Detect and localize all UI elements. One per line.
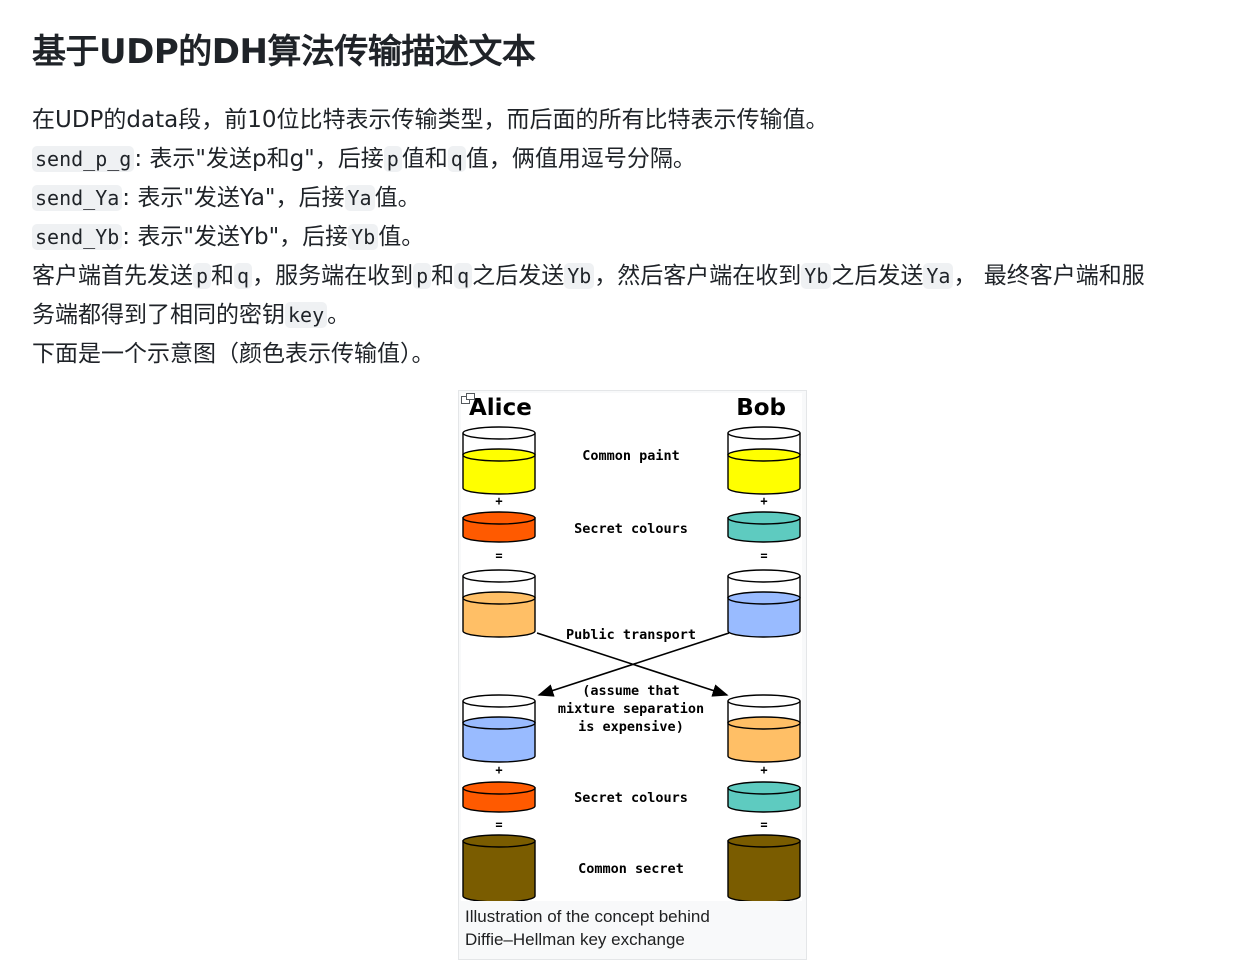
bob-secret-colour-cup-2 (727, 781, 801, 813)
text: 之后发送 (472, 263, 565, 289)
inline-code: send_p_g (32, 146, 135, 172)
description: 在UDP的data段，前10位比特表示传输类型，而后面的所有比特表示传输值。 s… (32, 101, 1222, 374)
caption-line-1: Illustration of the concept behind (465, 907, 710, 926)
text: 下面是一个示意图（颜色表示传输值）。 (32, 341, 435, 367)
text: 客户端首先发送 (32, 263, 193, 289)
paragraph-6: 下面是一个示意图（颜色表示传输值）。 (32, 335, 1222, 374)
plus-operator: + (760, 763, 767, 777)
common-paint-label: Common paint (582, 448, 680, 464)
alice-secret-colour-cup (462, 511, 536, 543)
common-secret-label: Common secret (578, 861, 684, 877)
inline-code: key (285, 302, 328, 328)
paragraph-1: 在UDP的data段，前10位比特表示传输类型，而后面的所有比特表示传输值。 (32, 101, 1222, 140)
text: 和 (431, 263, 455, 289)
inline-code: Ya (923, 263, 954, 289)
text: ，服务端在收到 (252, 263, 414, 289)
text: : 表示"发送Ya"，后接 (122, 185, 345, 211)
inline-code: send_Ya (32, 185, 123, 211)
alice-common-paint-cup (462, 426, 536, 495)
paint-cups (462, 426, 801, 901)
equals-operator: = (495, 549, 502, 563)
bob-common-paint-cup (727, 426, 801, 495)
plus-operator: + (495, 494, 502, 508)
equals-operator: = (760, 549, 767, 563)
text: 之后发送 (831, 263, 924, 289)
inline-code: p (413, 263, 432, 289)
inline-code: Ya (344, 185, 375, 211)
bob-secret-colour-cup (727, 511, 801, 543)
bob-common-secret-cup (727, 834, 801, 901)
page-title: 基于UDP的DH算法传输描述文本 (32, 32, 536, 72)
enlarge-icon[interactable] (461, 393, 475, 405)
inline-code: send_Yb (32, 224, 123, 250)
alice-common-secret-cup (462, 834, 536, 901)
article: 基于UDP的DH算法传输描述文本 在UDP的data段，前10位比特表示传输类型… (32, 26, 1222, 374)
inline-code: p (193, 263, 212, 289)
inline-code: Yb (564, 263, 595, 289)
exchange-arrows (536, 632, 730, 697)
inline-code: p (383, 146, 402, 172)
text: 值，俩值用逗号分隔。 (465, 146, 696, 172)
secret-colours-label-2: Secret colours (574, 790, 688, 806)
figure-caption: Illustration of the concept behind Diffi… (465, 905, 765, 951)
equals-operator: = (495, 818, 502, 832)
caption-line-2: Diffie–Hellman key exchange (465, 930, 685, 949)
text: 值。 (374, 185, 421, 211)
alice-mixture-cup (462, 569, 536, 638)
inline-code: q (447, 146, 466, 172)
assume-label-line-3: is expensive) (578, 719, 684, 735)
alice-received-cup (462, 694, 536, 763)
text: 和 (211, 263, 235, 289)
alice-secret-colour-cup-2 (462, 781, 536, 813)
text: : 表示"发送Yb"，后接 (122, 224, 349, 250)
operators: + + = = + + = = (495, 494, 767, 832)
text: 在UDP的data段，前10位比特表示传输类型，而后面的所有比特表示传输值。 (32, 107, 829, 133)
inline-code: q (454, 263, 473, 289)
bob-label: Bob (736, 395, 786, 421)
plus-operator: + (495, 763, 502, 777)
dh-diagram[interactable]: Alice Bob Common paint Secret colours Pu… (461, 393, 802, 901)
assume-label-line-1: (assume that (582, 683, 680, 699)
bob-mixture-cup (727, 569, 801, 638)
inline-code: Yb (348, 224, 379, 250)
text: ，然后客户端在收到 (594, 263, 802, 289)
inline-code: q (234, 263, 253, 289)
bob-received-cup (727, 694, 801, 763)
secret-colours-label: Secret colours (574, 521, 688, 537)
equals-operator: = (760, 818, 767, 832)
alice-label: Alice (469, 395, 532, 421)
text: 值和 (401, 146, 448, 172)
text: 值。 (378, 224, 425, 250)
text: 务端都得到了相同的密钥 (32, 302, 285, 328)
assume-label-line-2: mixture separation (558, 701, 704, 717)
plus-operator: + (760, 494, 767, 508)
inline-code: Yb (801, 263, 832, 289)
text: 。 (327, 302, 351, 328)
dh-illustration-figure: Alice Bob Common paint Secret colours Pu… (458, 390, 807, 960)
text: ， 最终客户端和服 (953, 263, 1145, 289)
text: : 表示"发送p和g"，后接 (134, 146, 384, 172)
public-transport-label: Public transport (566, 627, 696, 643)
